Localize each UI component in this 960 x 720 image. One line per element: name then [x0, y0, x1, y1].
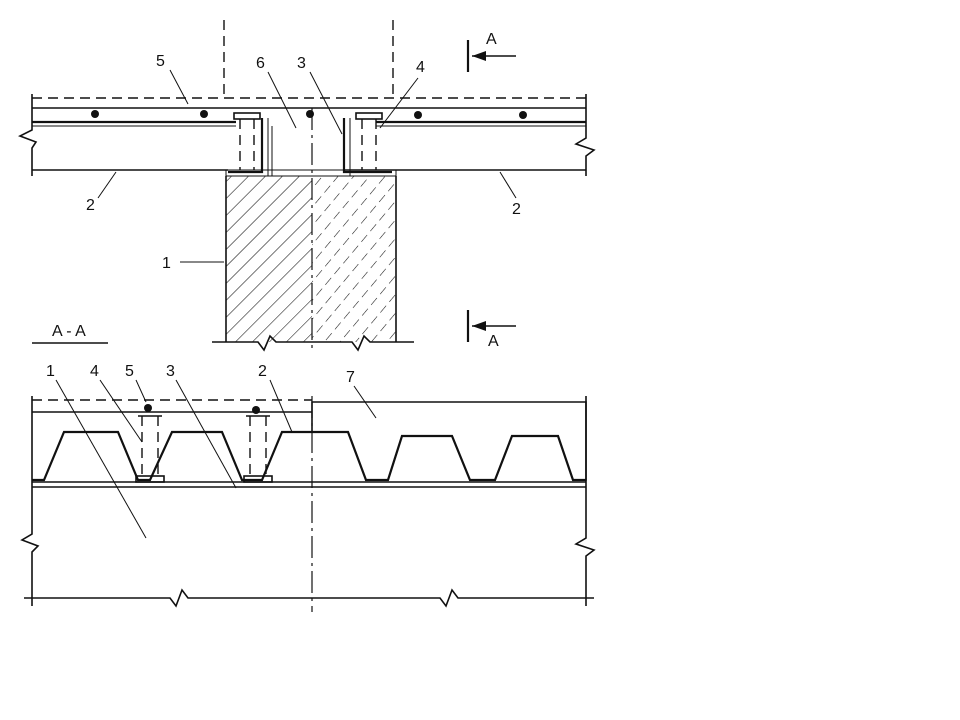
label-7-section: 7: [346, 369, 355, 386]
rebar-dot: [306, 110, 314, 118]
concrete-fill: [311, 401, 587, 481]
leader-4-section: [99, 379, 143, 443]
rebar-dot: [519, 111, 527, 119]
label-6-elevation: 6: [256, 55, 265, 72]
leader-2-right: [499, 171, 517, 199]
section-cut-marker-top: [466, 40, 516, 72]
dimension-line: [24, 588, 594, 608]
leader-5: [169, 69, 189, 105]
break-symbol-right: [574, 94, 596, 176]
edge-angle-right: [342, 118, 392, 176]
leader-4: [379, 77, 419, 129]
section-break-left: [20, 396, 40, 606]
section-stud-2: [243, 415, 273, 483]
label-2-right-elevation: 2: [512, 201, 521, 218]
leader-2-section: [269, 379, 293, 433]
elevation-view: A A 5 6 3 4 2 2 1: [18, 20, 596, 352]
label-5-elevation: 5: [156, 53, 165, 70]
leader-7-section: [353, 385, 377, 419]
section-view: A - A: [20, 323, 596, 612]
section-stud-1: [135, 415, 165, 483]
label-5-section: 5: [125, 363, 134, 380]
leader-1-section: [55, 379, 147, 539]
support-wall: [212, 169, 414, 352]
rebar-dot: [414, 111, 422, 119]
leader-6: [267, 71, 297, 129]
profiled-deck: [32, 430, 586, 482]
label-3-elevation: 3: [297, 55, 306, 72]
leader-3-section: [175, 379, 237, 489]
leader-3: [309, 71, 343, 135]
label-4-elevation: 4: [416, 59, 425, 76]
rebar-dot: [252, 406, 260, 414]
section-cut-marker-bottom: [466, 310, 516, 342]
edge-angle-left: [228, 118, 273, 176]
section-break-right: [574, 396, 596, 606]
shear-stud-right: [355, 112, 383, 170]
shear-stud-left: [233, 112, 261, 170]
leader-2-left: [97, 171, 117, 199]
leader-5-section: [135, 379, 147, 403]
rebar-dot: [91, 110, 99, 118]
section-mark-label-top: A: [486, 31, 497, 48]
section-mark-label-bottom: A: [488, 333, 499, 350]
rebar-dot: [200, 110, 208, 118]
rebar-dot: [144, 404, 152, 412]
label-2-left-elevation: 2: [86, 197, 95, 214]
label-3-section: 3: [166, 363, 175, 380]
label-2-section: 2: [258, 363, 267, 380]
break-symbol-left: [18, 94, 38, 176]
label-4-section: 4: [90, 363, 99, 380]
label-1-elevation: 1: [162, 255, 171, 272]
label-1-section: 1: [46, 363, 55, 380]
section-title: A - A: [52, 323, 86, 340]
